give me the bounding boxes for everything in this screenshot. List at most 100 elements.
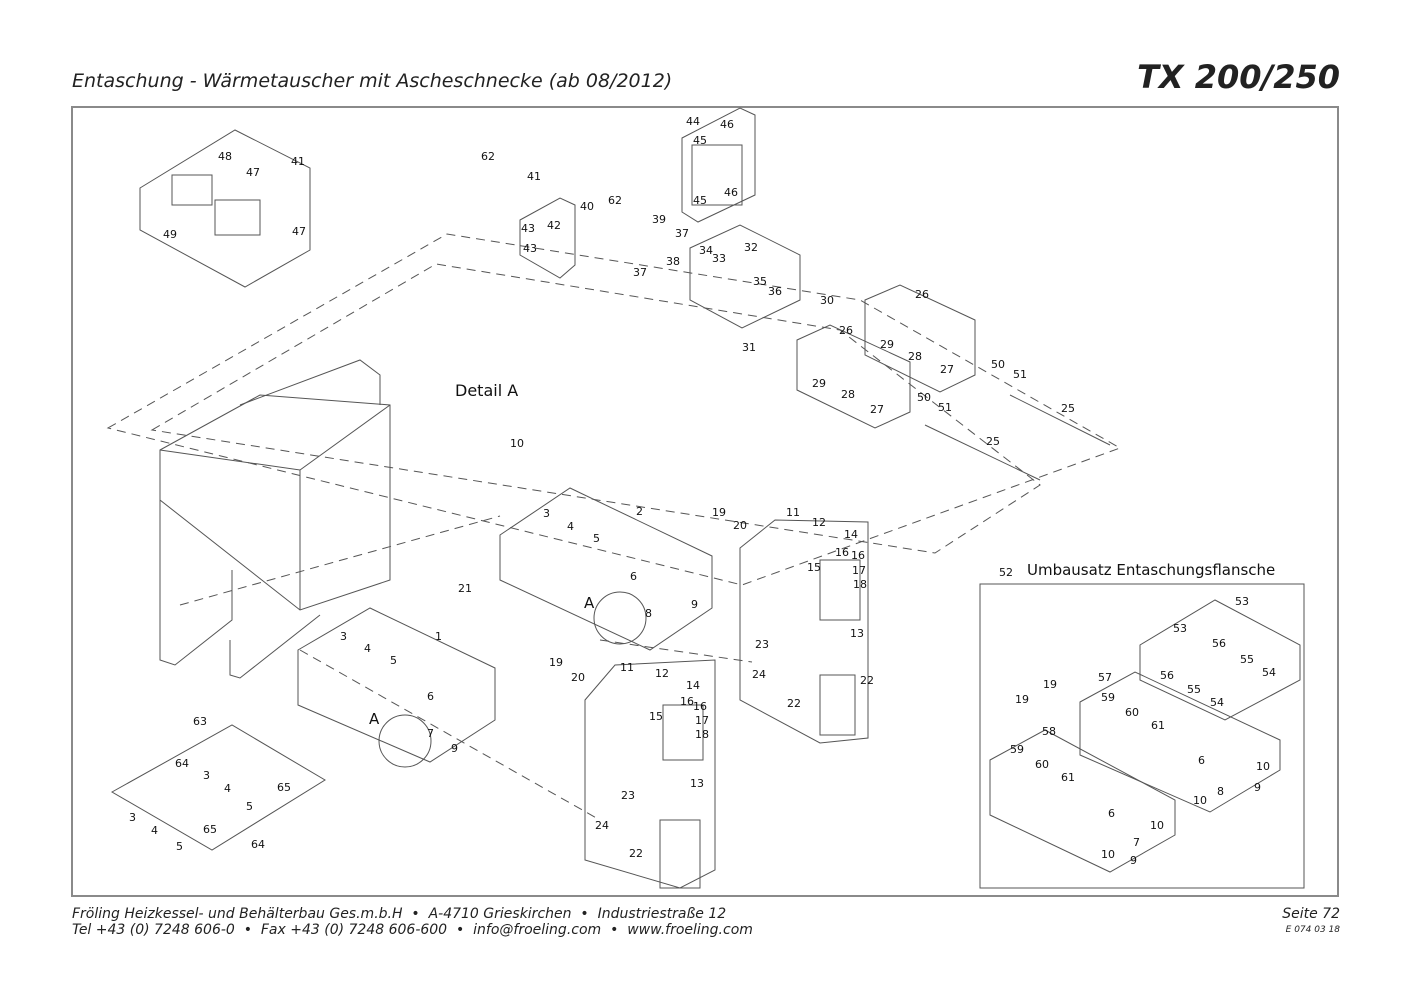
part-label: 24	[595, 819, 609, 832]
part-label: 29	[812, 377, 826, 390]
part-label: 5	[593, 532, 600, 545]
part-label: 64	[175, 757, 189, 770]
part-label: 23	[755, 638, 769, 651]
part-label: 11	[786, 506, 800, 519]
part-label: 16	[851, 549, 865, 562]
part-label: 50	[991, 358, 1005, 371]
dashed-envelopes	[106, 233, 1122, 821]
part-label: 27	[940, 363, 954, 376]
part-label: 7	[1133, 836, 1140, 849]
part-label: 6	[1198, 754, 1205, 767]
part-label: 43	[521, 222, 535, 235]
auger-drawing	[924, 394, 1111, 481]
part-label: 37	[633, 266, 647, 279]
part-label: 53	[1173, 622, 1187, 635]
part-label: 28	[841, 388, 855, 401]
part-label: 10	[1150, 819, 1164, 832]
part-label: 13	[690, 777, 704, 790]
conversion-kit-number: 52	[999, 566, 1013, 579]
part-label: 26	[915, 288, 929, 301]
part-label: 15	[649, 710, 663, 723]
part-label: 19	[1015, 693, 1029, 706]
part-label: 60	[1035, 758, 1049, 771]
part-label: 10	[1193, 794, 1207, 807]
part-label: 46	[724, 186, 738, 199]
part-label: 12	[812, 516, 826, 529]
part-label: 59	[1101, 691, 1115, 704]
part-label: 59	[1010, 743, 1024, 756]
part-label: 5	[176, 840, 183, 853]
part-label: 12	[655, 667, 669, 680]
part-label: 14	[844, 528, 858, 541]
part-label: 10	[1101, 848, 1115, 861]
part-label: 27	[870, 403, 884, 416]
part-label: 23	[621, 789, 635, 802]
part-label: 65	[277, 781, 291, 794]
part-label: 62	[608, 194, 622, 207]
part-label: 55	[1187, 683, 1201, 696]
part-label: 29	[880, 338, 894, 351]
part-label: 56	[1160, 669, 1174, 682]
part-label: 8	[1217, 785, 1224, 798]
part-label: 49	[163, 228, 177, 241]
part-label: 13	[850, 627, 864, 640]
part-label: 4	[151, 824, 158, 837]
part-label: 51	[1013, 368, 1027, 381]
conversion-kit-label: Umbausatz Entaschungsflansche	[1027, 561, 1275, 579]
part-label: A	[584, 594, 595, 612]
part-label: 43	[523, 242, 537, 255]
part-label: 32	[744, 241, 758, 254]
part-label: 22	[787, 697, 801, 710]
part-label: 16	[693, 700, 707, 713]
part-label: 44	[686, 115, 700, 128]
part-label: 30	[820, 294, 834, 307]
footer-fax: Fax +43 (0) 7248 606-600	[260, 922, 448, 938]
part-label: 65	[203, 823, 217, 836]
part-label: 11	[620, 661, 634, 674]
part-label: 9	[451, 742, 458, 755]
part-label: 14	[686, 679, 700, 692]
part-label: 28	[908, 350, 922, 363]
part-label: 47	[246, 166, 260, 179]
part-label: 56	[1212, 637, 1226, 650]
part-label: 22	[629, 847, 643, 860]
footer-web[interactable]: www.froeling.com	[627, 922, 753, 938]
part-label: 24	[752, 668, 766, 681]
part-label: 22	[860, 674, 874, 687]
part-label: 35	[753, 275, 767, 288]
part-label: 33	[712, 252, 726, 265]
part-label: 3	[129, 811, 136, 824]
model-name: TX 200/250	[1137, 58, 1340, 96]
footer-line-2: Tel +43 (0) 7248 606-0 • Fax +43 (0) 724…	[72, 922, 753, 938]
part-label: 3	[340, 630, 347, 643]
part-label: 61	[1061, 771, 1075, 784]
part-label: 48	[218, 150, 232, 163]
part-label: 45	[693, 134, 707, 147]
footer-email[interactable]: info@froeling.com	[473, 922, 602, 938]
part-label: A	[369, 710, 380, 728]
part-label: 36	[768, 285, 782, 298]
part-label: 62	[481, 150, 495, 163]
page-title: Entaschung - Wärmetauscher mit Ascheschn…	[72, 70, 673, 92]
part-label: 41	[291, 155, 305, 168]
part-label: 10	[510, 437, 524, 450]
part-label: 4	[224, 782, 231, 795]
footer-address: A-4710 Grieskirchen	[428, 906, 572, 922]
part-label: 3	[543, 507, 550, 520]
part-label: 21	[458, 582, 472, 595]
part-label: 9	[1130, 854, 1137, 867]
part-label: 6	[1108, 807, 1115, 820]
part-label: 39	[652, 213, 666, 226]
part-label: 6	[630, 570, 637, 583]
part-label: 42	[547, 219, 561, 232]
part-label: 54	[1262, 666, 1276, 679]
part-label: 5	[390, 654, 397, 667]
detail-a-label: Detail A	[455, 381, 518, 400]
part-label: 50	[917, 391, 931, 404]
part-label: 38	[666, 255, 680, 268]
part-label: 18	[695, 728, 709, 741]
part-label-group: 41 48 47 47 49 62 41 40 62 39 42 43 43 3…	[129, 115, 1276, 867]
part-label: 34	[699, 244, 713, 257]
part-label: 41	[527, 170, 541, 183]
part-label: 26	[839, 324, 853, 337]
